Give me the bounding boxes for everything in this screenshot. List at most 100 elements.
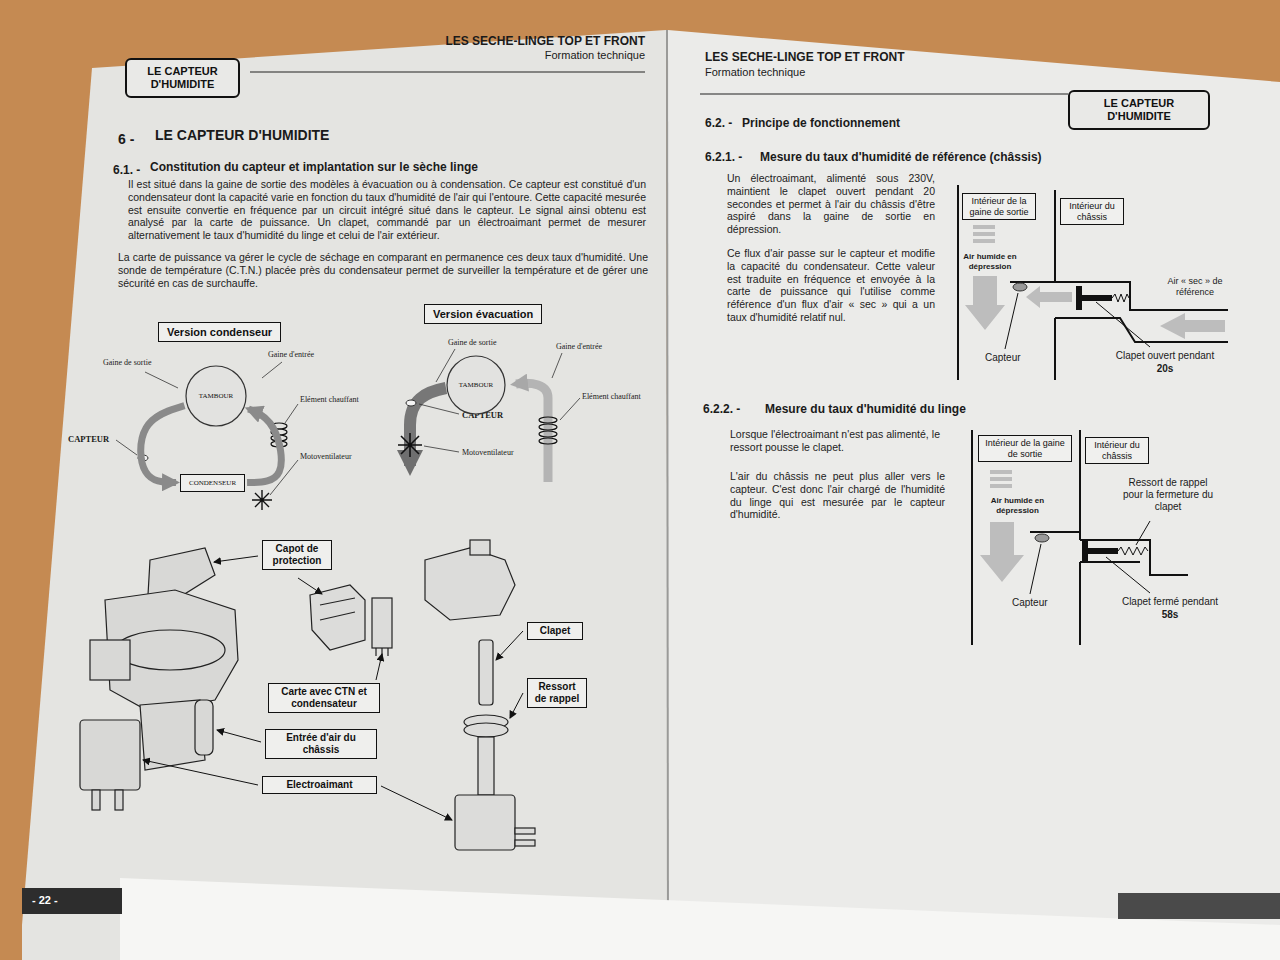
solenoid-body bbox=[455, 795, 515, 850]
pointer-line bbox=[1136, 521, 1150, 545]
leader-line bbox=[217, 730, 261, 742]
pointer-line bbox=[560, 398, 580, 420]
air-stripe bbox=[973, 225, 995, 229]
body-paragraph: La carte de puissance va gérer le cycle … bbox=[118, 251, 648, 289]
sensor-assembly bbox=[80, 548, 238, 810]
pointer-line bbox=[424, 446, 459, 452]
wall-line bbox=[1054, 190, 1056, 282]
part-callout-box: Capot de protection bbox=[262, 540, 332, 570]
pointer-line bbox=[262, 362, 282, 378]
drum-circle: TAMBOUR bbox=[446, 355, 506, 415]
footer-bar bbox=[1118, 893, 1280, 919]
valve-rod bbox=[479, 640, 493, 705]
pointer-line bbox=[1106, 557, 1150, 593]
leader-lines bbox=[143, 556, 523, 820]
section-tab: LE CAPTEUR D'HUMIDITE bbox=[125, 58, 240, 98]
dry-air-arrow bbox=[1160, 313, 1225, 339]
node-text: Intérieur de la gaine de sortie bbox=[966, 196, 1032, 217]
terminal-tab bbox=[115, 790, 123, 810]
condenser-box: CONDENSEUR bbox=[180, 474, 245, 492]
node-text: Ressort de rappel bbox=[532, 681, 582, 705]
air-stripe bbox=[990, 470, 1012, 474]
leader-line bbox=[298, 578, 322, 594]
node-text: Version condenseur bbox=[167, 326, 272, 338]
header-rule bbox=[250, 71, 645, 72]
subsection-title: Principe de fonctionnement bbox=[742, 116, 992, 130]
diagram-label: Ressort de rappel pour la fermeture du c… bbox=[1118, 477, 1218, 513]
down-air-arrow bbox=[980, 522, 1024, 582]
leader-line bbox=[143, 760, 258, 785]
duct-walls bbox=[972, 430, 1188, 645]
node-text: LE CAPTEUR D'HUMIDITE bbox=[137, 65, 228, 91]
spring-symbol bbox=[1118, 547, 1148, 555]
exhaust-duct-arrow bbox=[410, 388, 446, 466]
part-callout-box: Entrée d'air du châssis bbox=[265, 729, 377, 759]
diagram-label: Gaine de sortie bbox=[103, 358, 163, 367]
housing-ring bbox=[115, 630, 225, 670]
inlet-duct-arrow bbox=[516, 383, 548, 482]
diagram-label: Capteur bbox=[1012, 597, 1062, 609]
pointer-line bbox=[1030, 544, 1041, 594]
header-rule bbox=[700, 93, 1068, 94]
protective-cover bbox=[310, 585, 365, 650]
air-stripe bbox=[990, 477, 1012, 481]
diagram-label: Clapet ouvert pendant bbox=[1100, 350, 1230, 362]
air-flow-arrow bbox=[1026, 286, 1072, 308]
paper-strip bbox=[120, 878, 1280, 960]
subsection-number: 6.1. - bbox=[113, 163, 149, 177]
coil-turn bbox=[539, 417, 557, 423]
sensor-dot bbox=[1013, 283, 1027, 291]
body-paragraph: Un électroaimant, alimenté sous 230V, ma… bbox=[727, 172, 935, 236]
body-paragraph: L'air du châssis ne peut plus aller vers… bbox=[730, 470, 945, 521]
wall-line bbox=[957, 185, 959, 380]
pointer-line bbox=[1005, 293, 1018, 349]
upper-body bbox=[425, 548, 515, 620]
book-gutter bbox=[667, 30, 668, 960]
drum-outline bbox=[186, 366, 246, 426]
section-tab: LE CAPTEUR D'HUMIDITE bbox=[1068, 90, 1210, 130]
sensor-dot bbox=[1035, 534, 1049, 542]
node-text: LE CAPTEUR D'HUMIDITE bbox=[1080, 97, 1198, 123]
leader-line bbox=[510, 693, 523, 718]
node-text: Version évacuation bbox=[433, 308, 533, 320]
diagram-label: Motoventilateur bbox=[462, 448, 542, 457]
zone-box: Intérieur de la gaine de sortie bbox=[962, 193, 1036, 220]
page-number: - 22 - bbox=[32, 894, 112, 906]
airflow-connector bbox=[247, 409, 281, 483]
coil-turn bbox=[539, 424, 557, 430]
upper-nozzle bbox=[470, 540, 490, 555]
diagram-label: Gaine d'entrée bbox=[556, 342, 626, 351]
diagram-label: Motoventilateur bbox=[300, 452, 380, 461]
leader-line bbox=[376, 654, 382, 680]
node-text: Capot de protection bbox=[267, 543, 327, 567]
node-text: Entrée d'air du châssis bbox=[270, 732, 372, 756]
pointer-line bbox=[1096, 302, 1150, 347]
diagram-label: CAPTEUR bbox=[68, 434, 128, 444]
zone-box: Intérieur de la gaine de sortie bbox=[978, 435, 1072, 462]
pointer-line bbox=[419, 404, 459, 414]
node-text: Electroaimant bbox=[267, 779, 372, 791]
node-text: TAMBOUR bbox=[459, 381, 493, 389]
node-text: TAMBOUR bbox=[199, 392, 233, 400]
diagram-label: Air « sec » de référence bbox=[1158, 276, 1232, 297]
part-callout-box: Electroaimant bbox=[262, 776, 377, 794]
running-header: LES SECHE-LINGE TOP ET FRONT bbox=[385, 34, 645, 48]
section-title: LE CAPTEUR D'HUMIDITE bbox=[155, 127, 455, 143]
diagram-label: Air humide en dépression bbox=[970, 496, 1065, 515]
pointer-line bbox=[285, 404, 298, 423]
running-subheader: Formation technique bbox=[485, 49, 645, 61]
valve-head bbox=[1082, 540, 1088, 562]
diagram-label: Clapet fermé pendant bbox=[1110, 596, 1230, 608]
subsection-number: 6.2.2. - bbox=[703, 402, 761, 416]
diagram-label: 20s bbox=[1100, 363, 1230, 375]
fan-star bbox=[398, 433, 422, 457]
valve-stem bbox=[1082, 295, 1112, 301]
zone-box: Intérieur du châssis bbox=[1085, 437, 1149, 464]
leader-line bbox=[214, 556, 258, 562]
pointer-lines bbox=[116, 362, 298, 495]
pointer-line bbox=[145, 372, 178, 388]
airflow-connector bbox=[141, 406, 185, 483]
